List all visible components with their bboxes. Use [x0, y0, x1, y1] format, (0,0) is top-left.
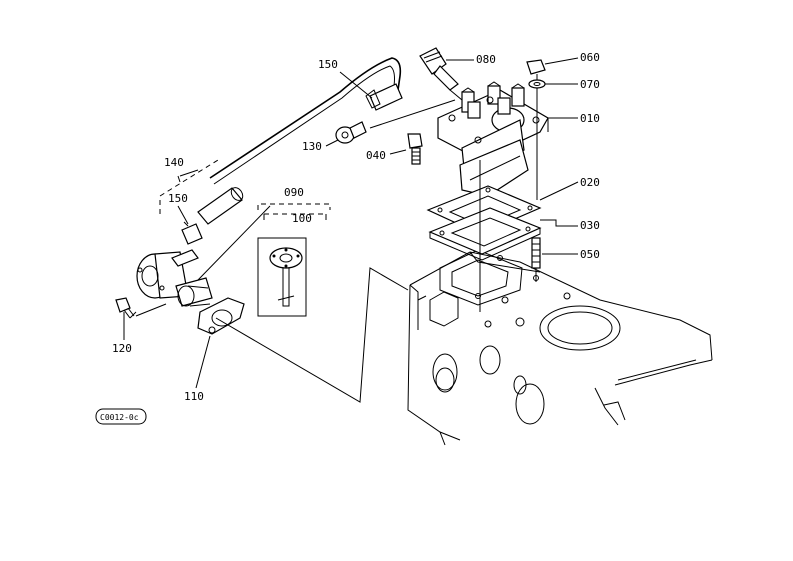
engine-block — [407, 249, 713, 446]
callout-100: 100 — [292, 212, 312, 225]
leader-line — [135, 303, 167, 317]
svg-text:100: 100 — [292, 212, 312, 225]
callout-020: 020 — [539, 176, 600, 201]
figure-code-stamp: C0012-0c — [95, 408, 147, 425]
part-120-bolt — [115, 297, 137, 319]
callout-080: 080 — [446, 53, 496, 66]
svg-text:140: 140 — [164, 156, 184, 169]
svg-text:150: 150 — [168, 192, 188, 205]
svg-text:150: 150 — [318, 58, 338, 71]
callout-110: 110 — [184, 335, 211, 403]
callout-010: 010 — [548, 112, 600, 125]
svg-text:020: 020 — [580, 176, 600, 189]
callout-140: 140 — [164, 156, 184, 183]
injection-pump — [437, 81, 549, 197]
part-110-gasket — [197, 297, 245, 335]
callout-030: 030 — [540, 219, 600, 232]
svg-text:090: 090 — [284, 186, 304, 199]
leader-line — [369, 99, 456, 129]
svg-text:130: 130 — [302, 140, 322, 153]
svg-text:080: 080 — [476, 53, 496, 66]
svg-text:050: 050 — [580, 248, 600, 261]
leader-line — [179, 169, 199, 177]
svg-text:030: 030 — [580, 219, 600, 232]
callout-040: 040 — [366, 149, 407, 162]
assembly-line — [215, 267, 409, 403]
callout-130: 130 — [302, 139, 339, 153]
fuel-pipe — [209, 57, 403, 185]
inset-box-100 — [257, 213, 327, 317]
callout-150-upper: 150 — [318, 58, 373, 99]
svg-text:120: 120 — [112, 342, 132, 355]
part-050-stud — [531, 237, 541, 282]
callout-120: 120 — [112, 312, 132, 355]
part-130-banjo — [335, 121, 367, 144]
fuel-feed-pump — [136, 249, 213, 307]
svg-text:040: 040 — [366, 149, 386, 162]
part-040-bolt — [407, 133, 423, 165]
callout-050: 050 — [542, 248, 600, 261]
svg-text:070: 070 — [580, 78, 600, 91]
part-030-spacer — [428, 207, 542, 261]
bracket-140 — [159, 159, 219, 214]
callout-090: 090 — [257, 186, 331, 210]
part-080-fitting — [419, 47, 463, 101]
part-150-clip-lower — [181, 221, 203, 245]
callout-070: 070 — [545, 78, 600, 91]
svg-text:110: 110 — [184, 390, 204, 403]
svg-text:010: 010 — [580, 112, 600, 125]
svg-text:060: 060 — [580, 51, 600, 64]
callout-150-lower: 150 — [168, 192, 189, 225]
callout-060: 060 — [544, 51, 600, 65]
part-140-hose — [197, 187, 244, 225]
svg-text:C0012-0c: C0012-0c — [100, 413, 139, 422]
part-060-070-nut-washer — [526, 59, 546, 98]
leader-line — [197, 205, 271, 281]
